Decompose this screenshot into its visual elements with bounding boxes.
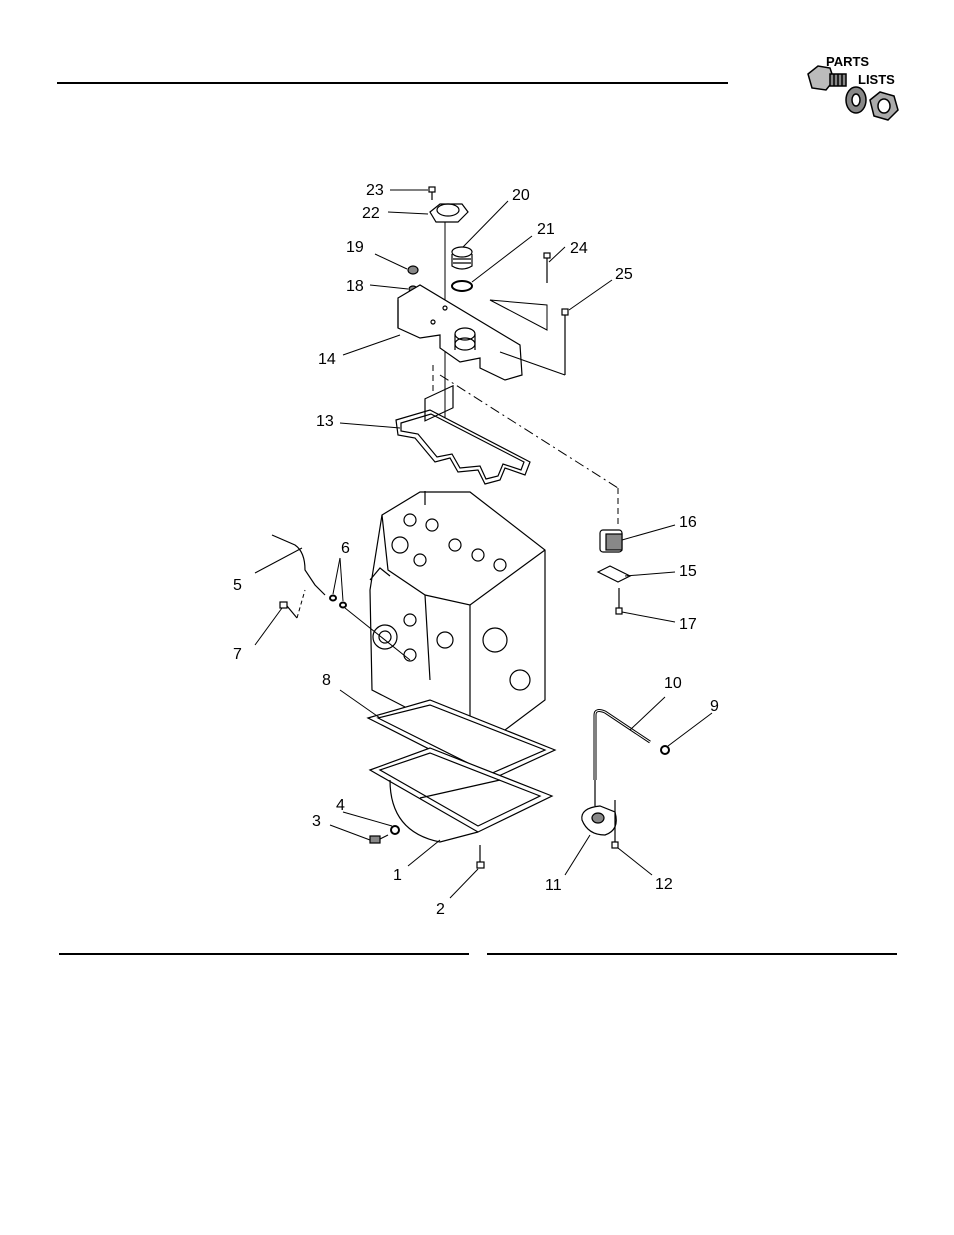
callout-11: 11 [545, 877, 562, 894]
callout-4: 4 [336, 797, 345, 814]
part-20-filler-neck [452, 247, 472, 269]
callout-3: 3 [312, 813, 321, 830]
callout-24: 24 [570, 240, 588, 257]
part-3-drain-plug [370, 835, 388, 843]
part-4-washer [391, 826, 399, 834]
part-11-oil-strainer [582, 780, 616, 835]
part-24-bolt [544, 253, 550, 283]
callout-1: 1 [393, 867, 402, 884]
part-21-o-ring [452, 281, 472, 291]
part-14-rocker-cover [398, 285, 565, 380]
callout-13: 13 [316, 413, 334, 430]
callout-10: 10 [664, 675, 682, 692]
callout-2: 2 [436, 901, 445, 918]
callout-5: 5 [233, 577, 242, 594]
callout-7: 7 [233, 646, 242, 663]
callout-22: 22 [362, 205, 380, 222]
part-5-dipstick [272, 535, 325, 595]
part-9-o-ring [661, 746, 669, 754]
callout-20: 20 [512, 187, 530, 204]
part-10-oil-pipe [595, 711, 650, 780]
part-23-screw [429, 187, 435, 200]
callout-21: 21 [537, 221, 555, 238]
callout-16: 16 [679, 514, 697, 531]
callout-23: 23 [366, 182, 384, 199]
part-25-bolt [562, 309, 568, 375]
callout-15: 15 [679, 563, 697, 580]
callout-9: 9 [710, 698, 719, 715]
callout-18: 18 [346, 278, 364, 295]
callout-8: 8 [322, 672, 331, 689]
part-19-nut [408, 266, 418, 274]
callout-6: 6 [341, 540, 350, 557]
part-2-bolt [477, 845, 484, 868]
callout-14: 14 [318, 351, 336, 368]
part-17-bolt [616, 588, 622, 614]
part-13-gasket [396, 410, 530, 484]
part-7-bolt [280, 590, 305, 618]
part-16-sensor [600, 488, 622, 552]
callout-12: 12 [655, 876, 673, 893]
callout-17: 17 [679, 616, 697, 633]
part-15-bracket [598, 566, 630, 582]
callout-25: 25 [615, 266, 633, 283]
callout-19: 19 [346, 239, 364, 256]
